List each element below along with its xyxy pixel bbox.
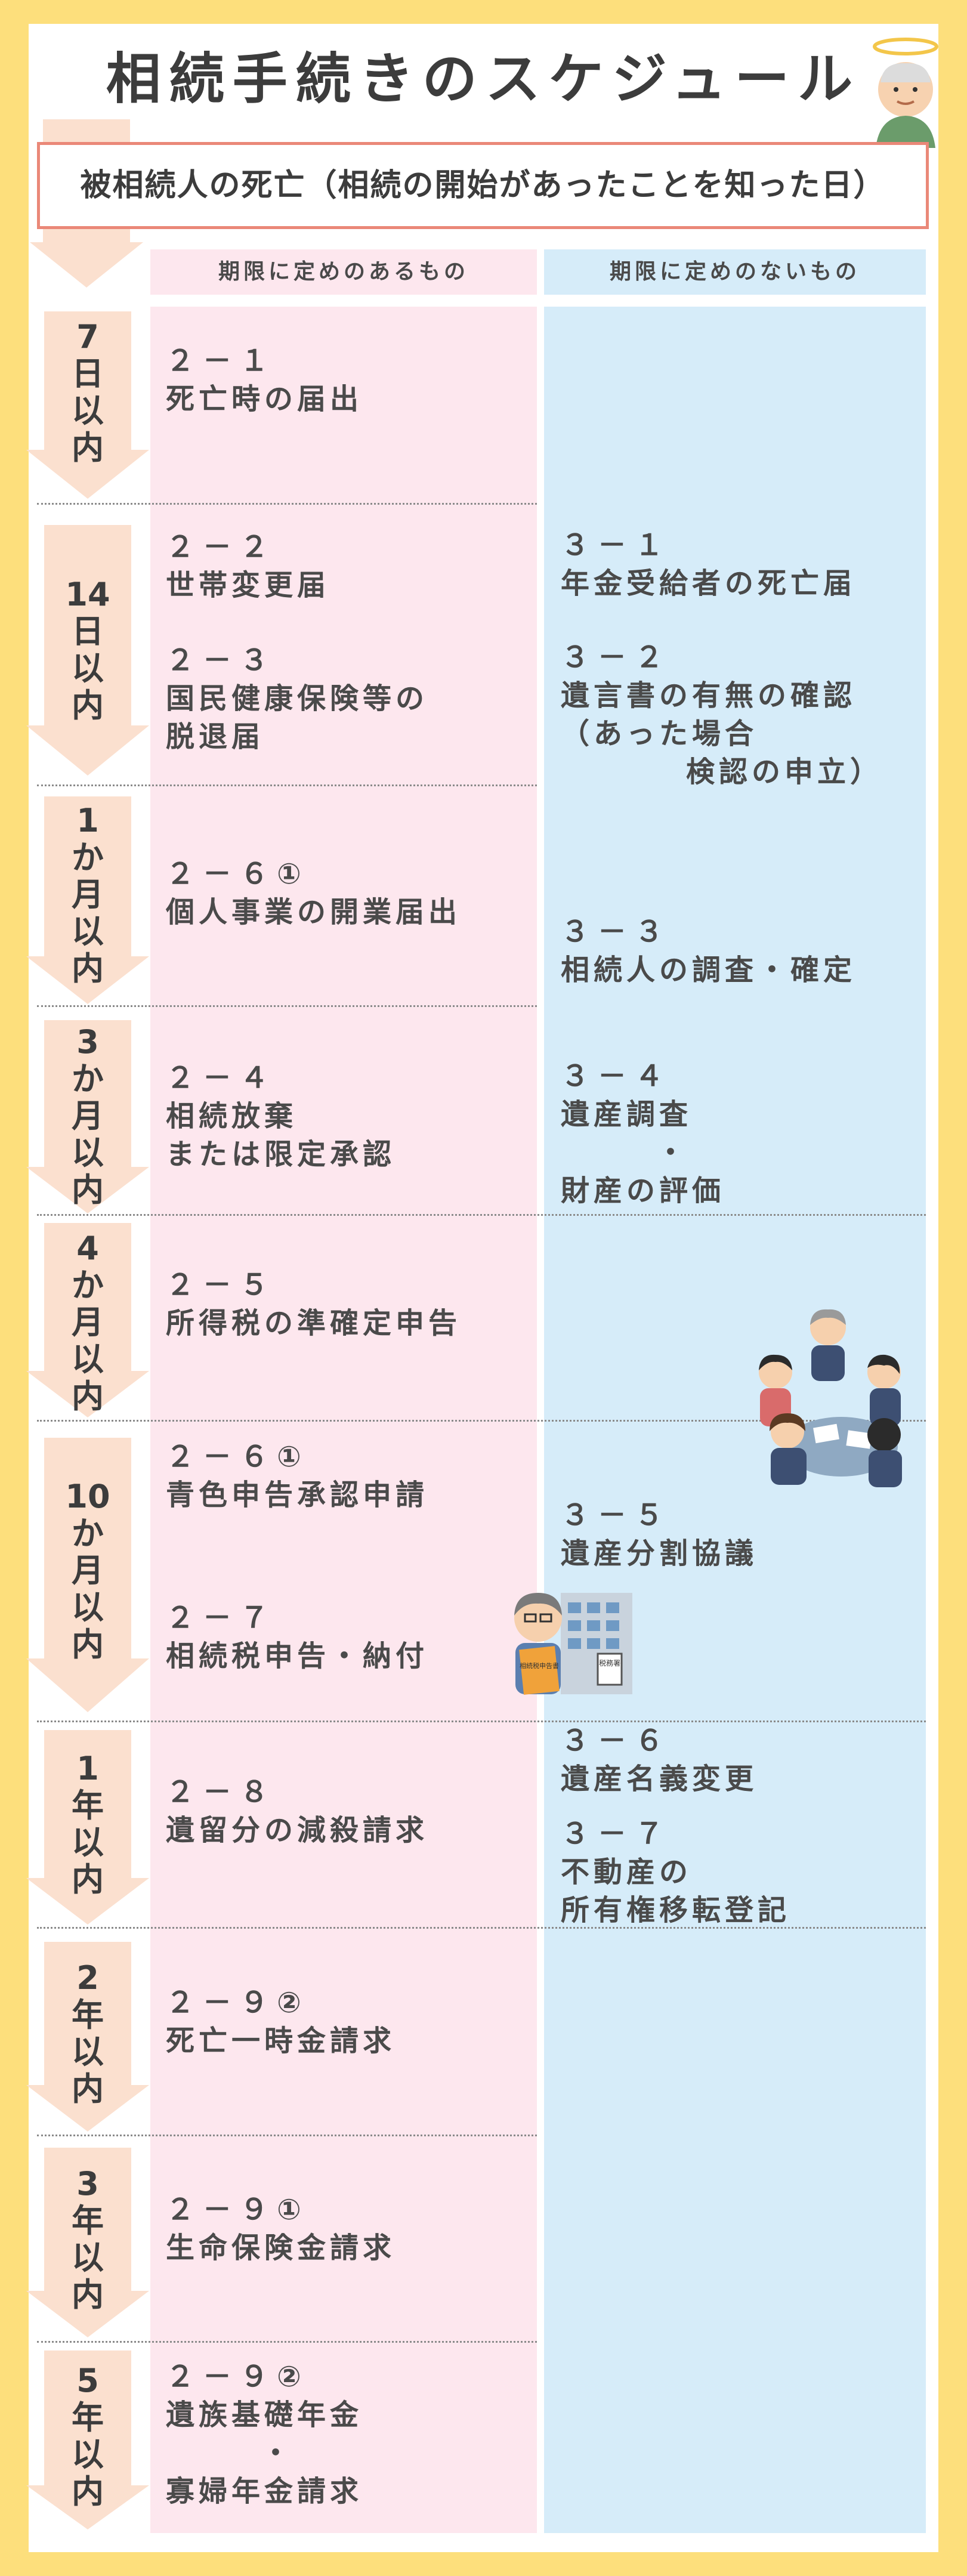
deadline-item: ２－４ 相続放棄 または限定承認: [166, 1061, 396, 1171]
page-title: 相続手続きのスケジュール: [106, 47, 861, 111]
no-deadline-item: ３－５ 遺産分割協議: [561, 1499, 758, 1570]
no-deadline-item: ３－６ 遺産名義変更: [561, 1724, 758, 1796]
deadline-item: ２－６① 個人事業の開業届出: [166, 857, 462, 929]
no-deadline-item: ３－２ 遺言書の有無の確認 （あった場合 検認の申立）: [561, 641, 883, 789]
no-deadline-item: ３－４ 遺産調査 ・ 財産の評価: [561, 1060, 725, 1207]
row-divider: [37, 2135, 537, 2136]
deadline-item: ２－９② 遺族基礎年金 ・ 寡婦年金請求: [166, 2360, 363, 2508]
deadline-item: ２－９① 生命保険金請求: [166, 2193, 396, 2265]
deadline-item: ２－８ 遺留分の減殺請求: [166, 1775, 429, 1847]
deadline-item: ２－１ 死亡時の届出: [166, 344, 363, 416]
row-divider: [37, 2341, 537, 2343]
row-divider: [37, 784, 537, 786]
deadline-item: ２－５ 所得税の準確定申告: [166, 1268, 462, 1340]
deadline-item: ２－９② 死亡一時金請求: [166, 1986, 396, 2058]
deadline-item: ２－２ 世帯変更届: [166, 530, 330, 602]
tax-office-sign: 税務署: [599, 1659, 620, 1667]
no-deadline-item: ３－３ 相続人の調査・確定: [561, 915, 857, 987]
no-deadline-item: ３－７ 不動産の 所有権移転登記: [561, 1817, 791, 1927]
deadline-item: ２－６① 青色申告承認申請: [166, 1440, 429, 1512]
meeting-people-icon: [759, 1309, 902, 1487]
tax-office-icon: 税務署 相続税申告書: [514, 1593, 632, 1695]
row-divider: [37, 1927, 926, 1929]
row-divider: [37, 503, 537, 505]
row-divider: [37, 1005, 537, 1007]
column-header-without-deadline: 期限に定めのないもの: [544, 249, 926, 295]
row-divider: [37, 1721, 926, 1722]
grandfather-ghost-icon: [873, 38, 938, 148]
tax-return-document: 相続税申告書: [520, 1661, 559, 1670]
row-divider: [37, 1420, 926, 1422]
deadline-item: ２－７ 相続税申告・納付: [166, 1601, 429, 1673]
start-event-box: 被相続人の死亡（相続の開始があったことを知った日）: [37, 142, 929, 229]
deadline-item: ２－３ 国民健康保険等の 脱退届: [166, 644, 429, 753]
column-header-with-deadline: 期限に定めのあるもの: [150, 249, 537, 295]
no-deadline-item: ３－１ 年金受給者の死亡届: [561, 529, 857, 600]
row-divider: [37, 1214, 926, 1216]
